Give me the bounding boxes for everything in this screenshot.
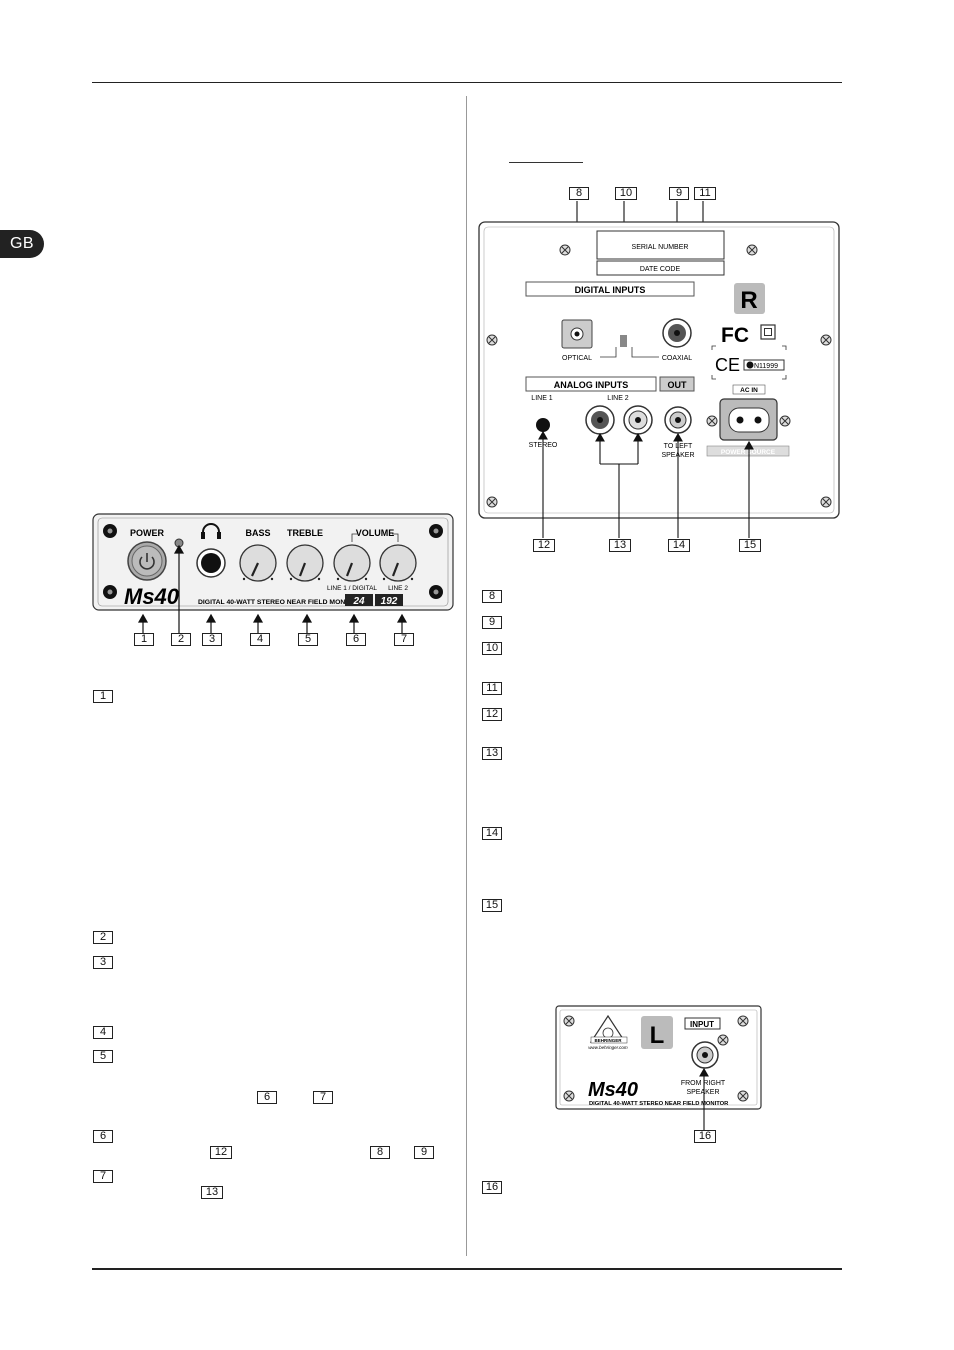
inline-callout-8: 8 <box>370 1146 390 1159</box>
line2-label: LINE 2 <box>388 585 408 592</box>
date-code-label: DATE CODE <box>640 266 681 273</box>
from-right-label-1: FROM RIGHT <box>681 1080 726 1087</box>
callout-3: 3 <box>202 633 222 646</box>
inline-callout-9: 9 <box>414 1146 434 1159</box>
bottom-rule <box>92 1268 842 1270</box>
list-callout-10: 10 <box>482 642 502 655</box>
inline-callout-7: 7 <box>313 1091 333 1104</box>
callout-13: 13 <box>609 539 631 552</box>
callout-16: 16 <box>694 1130 716 1143</box>
callout-9: 9 <box>669 187 689 200</box>
rear-panel-diagram: SERIAL NUMBER DATE CODE DIGITAL INPUTS O… <box>478 201 840 538</box>
digital-inputs-label: DIGITAL INPUTS <box>575 285 646 295</box>
analog-inputs-label: ANALOG INPUTS <box>554 380 629 390</box>
serial-number-label: SERIAL NUMBER <box>632 244 689 251</box>
list-callout-2: 2 <box>93 931 113 944</box>
inline-callout-13: 13 <box>201 1186 223 1199</box>
optical-label: OPTICAL <box>562 355 592 362</box>
list-callout-13: 13 <box>482 747 502 760</box>
callout-15: 15 <box>739 539 761 552</box>
bass-label: BASS <box>245 528 270 538</box>
callout-8: 8 <box>569 187 589 200</box>
front-panel-diagram: POWER BASS TREBLE VOLUME LINE 1 / DIGITA… <box>92 513 454 633</box>
model-subtitle: DIGITAL 40-WATT STEREO NEAR FIELD MONITO… <box>198 599 361 606</box>
callout-4: 4 <box>250 633 270 646</box>
fc-logo: FC <box>721 324 749 347</box>
callout-12: 12 <box>533 539 555 552</box>
line2-label: LINE 2 <box>607 395 629 402</box>
list-callout-5: 5 <box>93 1050 113 1063</box>
list-callout-3: 3 <box>93 956 113 969</box>
line1-digital-label: LINE 1 / DIGITAL <box>327 585 377 592</box>
callout-10: 10 <box>615 187 637 200</box>
left-speaker-panel-diagram: BEHRINGER www.behringer.com L INPUT FROM… <box>555 1005 762 1130</box>
callout-5: 5 <box>298 633 318 646</box>
list-callout-1: 1 <box>93 690 113 703</box>
left-model-logo: Ms40 <box>588 1079 638 1101</box>
list-callout-15: 15 <box>482 899 502 912</box>
badge-sample-rate: 192 <box>381 596 398 607</box>
language-tab[interactable]: GB <box>0 230 44 258</box>
list-callout-16: 16 <box>482 1181 502 1194</box>
section-heading-underline <box>509 162 583 163</box>
coaxial-label: COAXIAL <box>662 355 692 362</box>
brand-label: BEHRINGER <box>594 1038 622 1043</box>
callout-2: 2 <box>171 633 191 646</box>
channel-l-label: L <box>650 1022 665 1049</box>
input-label: INPUT <box>690 1020 714 1029</box>
list-callout-14: 14 <box>482 827 502 840</box>
inline-callout-12: 12 <box>210 1146 232 1159</box>
list-callout-8: 8 <box>482 590 502 603</box>
line1-label: LINE 1 <box>531 395 553 402</box>
list-callout-9: 9 <box>482 616 502 629</box>
badge-bit-depth: 24 <box>352 596 365 607</box>
out-label: OUT <box>668 380 688 390</box>
callout-6: 6 <box>346 633 366 646</box>
inline-callout-6: 6 <box>257 1091 277 1104</box>
volume-label: VOLUME <box>356 528 395 538</box>
list-callout-4: 4 <box>93 1026 113 1039</box>
callout-11: 11 <box>694 187 716 200</box>
left-model-subtitle: DIGITAL 40-WATT STEREO NEAR FIELD MONITO… <box>589 1101 729 1107</box>
column-divider <box>466 96 467 1256</box>
callout-7: 7 <box>394 633 414 646</box>
list-callout-12: 12 <box>482 708 502 721</box>
list-callout-6: 6 <box>93 1130 113 1143</box>
channel-r-label: R <box>740 287 757 314</box>
model-logo: Ms40 <box>124 584 180 609</box>
list-callout-7: 7 <box>93 1170 113 1183</box>
from-right-label-2: SPEAKER <box>686 1089 719 1096</box>
url-label: www.behringer.com <box>588 1045 628 1050</box>
treble-label: TREBLE <box>287 528 323 538</box>
top-rule <box>92 82 842 83</box>
callout-14: 14 <box>668 539 690 552</box>
callout-1: 1 <box>134 633 154 646</box>
n-code-label: N11999 <box>754 363 778 370</box>
headphone-icon <box>202 523 220 536</box>
ce-logo: CE <box>715 355 740 375</box>
power-source-label: POWER SOURCE <box>721 449 776 456</box>
list-callout-11: 11 <box>482 682 502 695</box>
power-label: POWER <box>130 528 165 538</box>
ac-in-label: AC IN <box>740 387 758 394</box>
